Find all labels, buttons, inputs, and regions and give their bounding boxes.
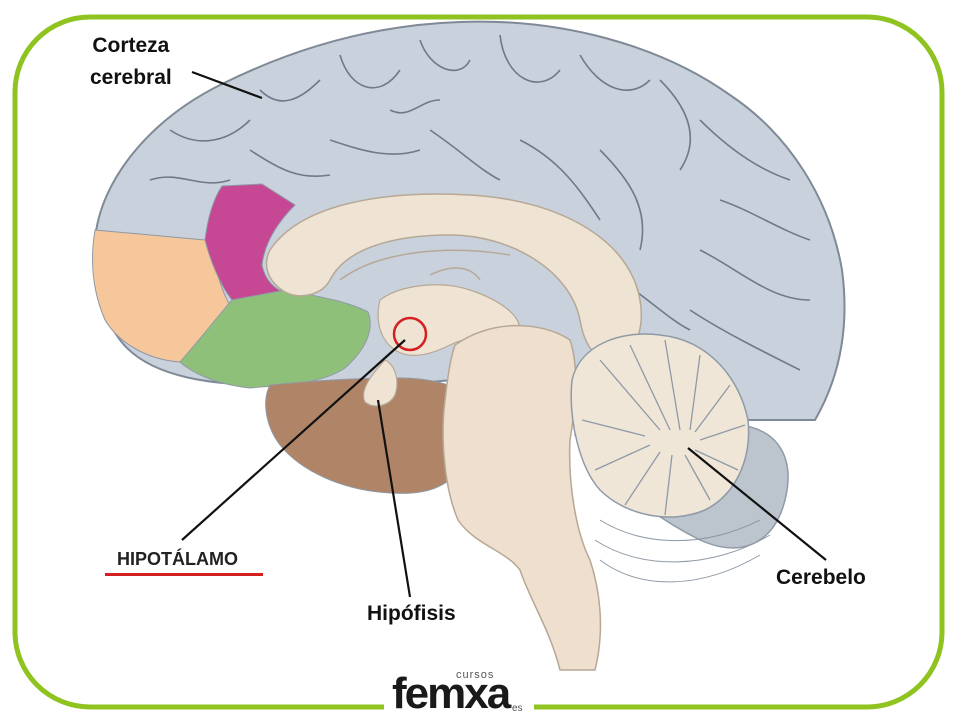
femxa-logo (384, 668, 534, 720)
corpus-callosum (265, 193, 642, 362)
hipotalamo-underline (105, 573, 263, 576)
brainstem (442, 324, 602, 671)
label-hipofisis: Hipófisis (367, 602, 456, 625)
leader-lines (181, 70, 827, 598)
pituitary-stalk (363, 359, 398, 407)
leader-hipofisis (376, 399, 412, 598)
logo-xa: xa (464, 669, 511, 718)
hypothalamus-highlight-circle (392, 316, 428, 352)
label-corteza-line1: Corteza (92, 34, 170, 57)
leader-cerebelo (687, 447, 827, 561)
leader-hipotalamo (181, 339, 406, 541)
logo-main-text: femxa (392, 669, 511, 718)
label-cerebelo: Cerebelo (776, 566, 866, 589)
label-corteza-cerebral: Corteza cerebral (90, 30, 172, 94)
logo-fem: fem (392, 669, 466, 718)
logo-es-text: es (512, 703, 523, 714)
cerebellum (570, 333, 771, 583)
label-corteza-line2: cerebral (90, 66, 172, 89)
label-hipotalamo: HIPOTÁLAMO (117, 549, 238, 569)
cortex-sulci (149, 34, 811, 371)
ventricle-lines (339, 249, 511, 281)
leader-corteza (191, 70, 263, 100)
logo-cursos-text: cursos (456, 669, 495, 681)
